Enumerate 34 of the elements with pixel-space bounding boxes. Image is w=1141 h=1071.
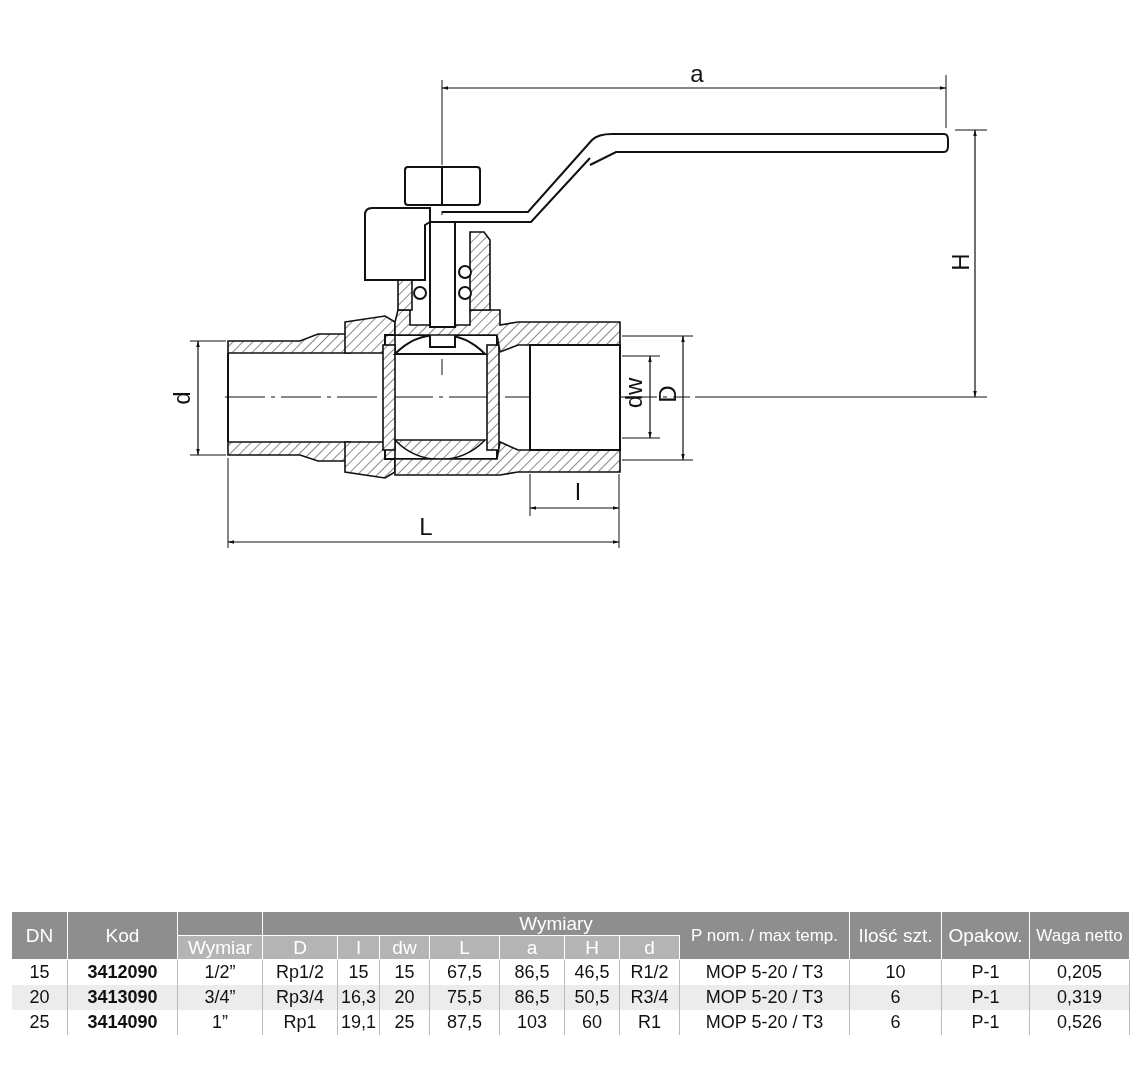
column-header: d bbox=[620, 936, 680, 960]
column-header: Wymiar bbox=[178, 936, 263, 960]
column-header: DN bbox=[12, 912, 68, 960]
table-value: 3/4” bbox=[178, 985, 263, 1010]
column-header: a bbox=[500, 936, 565, 960]
column-header: D bbox=[263, 936, 338, 960]
table-value: 16,3 bbox=[338, 985, 380, 1010]
column-header: l bbox=[338, 936, 380, 960]
table-value: 20 bbox=[380, 985, 430, 1010]
table-value: 6 bbox=[850, 985, 942, 1010]
dimension-label: D bbox=[656, 385, 680, 403]
table-value: 86,5 bbox=[500, 985, 565, 1010]
table-value: 50,5 bbox=[565, 985, 620, 1010]
column-header: L bbox=[430, 936, 500, 960]
dimension-label: d bbox=[170, 391, 194, 405]
table-value: 3413090 bbox=[68, 985, 178, 1010]
table-value: 20 bbox=[12, 985, 68, 1010]
column-header: Kod bbox=[68, 912, 178, 960]
column-header: H bbox=[565, 936, 620, 960]
column-header: Ilość szt. bbox=[850, 912, 942, 960]
table-value: 0,319 bbox=[1030, 985, 1130, 1010]
dimension-label: a bbox=[690, 62, 704, 86]
dimension-label: H bbox=[949, 253, 973, 271]
table-value: 75,5 bbox=[430, 985, 500, 1010]
table-value: R3/4 bbox=[620, 985, 680, 1010]
dimension-label: dw bbox=[622, 377, 646, 409]
column-header: Waga netto bbox=[1030, 912, 1130, 960]
dimension-label: l bbox=[575, 480, 581, 504]
table-value: MOP 5-20 / T3 bbox=[680, 985, 850, 1010]
column-header: Opakow. bbox=[942, 912, 1030, 960]
table-value: Rp3/4 bbox=[263, 985, 338, 1010]
column-header: dw bbox=[380, 936, 430, 960]
table-value: P-1 bbox=[942, 985, 1030, 1010]
dimension-label: L bbox=[419, 515, 433, 539]
